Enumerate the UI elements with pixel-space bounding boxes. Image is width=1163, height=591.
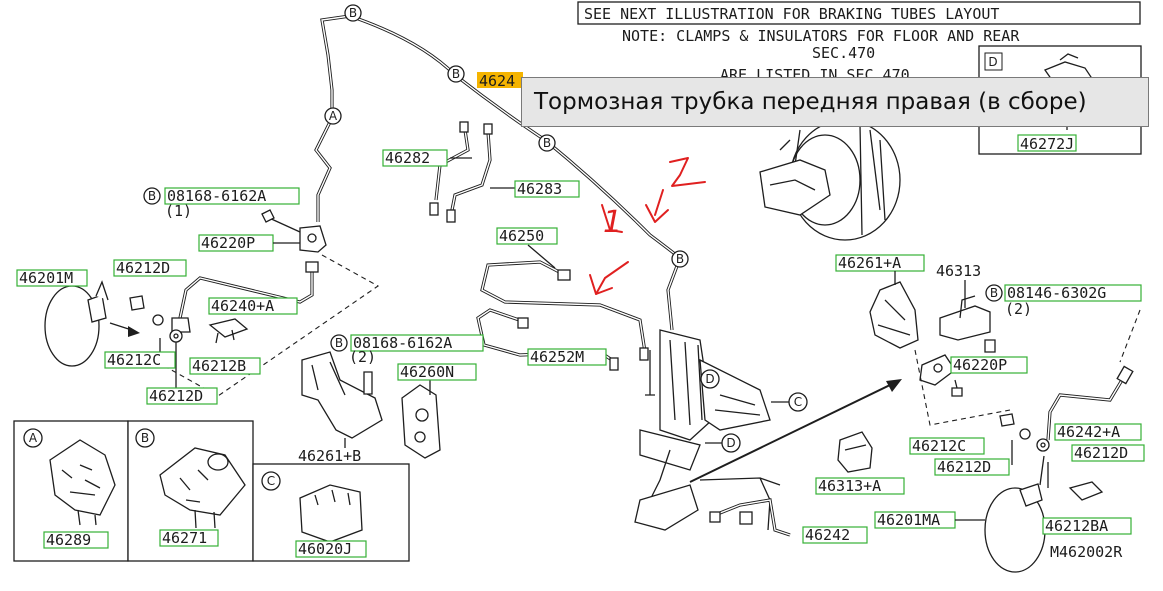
label-bolt-left-qty: (1) <box>165 202 192 220</box>
main-brake-tube <box>314 14 682 331</box>
label-46220p-right[interactable]: 46220P <box>953 356 1007 374</box>
label-bolt-mid[interactable]: 08168-6162A <box>353 334 452 352</box>
header-line2: NOTE: CLAMPS & INSULATORS FOR FLOOR AND … <box>622 27 1020 45</box>
svg-text:A: A <box>29 431 38 445</box>
right-hose-area <box>984 365 1134 573</box>
label-46261a[interactable]: 46261+A <box>838 254 901 272</box>
svg-text:B: B <box>349 6 357 20</box>
brake-booster <box>759 119 901 241</box>
svg-text:B: B <box>543 136 551 150</box>
label-46313[interactable]: 46313 <box>936 262 981 280</box>
label-46212d-left1[interactable]: 46212D <box>116 259 170 277</box>
label-46250[interactable]: 46250 <box>499 227 544 245</box>
label-46212c-right[interactable]: 46212C <box>912 437 966 455</box>
detail-box-c: C 46020J <box>252 463 410 562</box>
label-46212c-left[interactable]: 46212C <box>107 351 161 369</box>
label-46260n[interactable]: 46260N <box>400 363 454 381</box>
svg-text:C: C <box>267 474 275 488</box>
label-46212d-right1[interactable]: 46212D <box>937 458 991 476</box>
header-line1: SEE NEXT ILLUSTRATION FOR BRAKING TUBES … <box>584 5 999 23</box>
label-46242a[interactable]: 46242+A <box>1057 423 1120 441</box>
callout-c-mid: C <box>788 392 808 412</box>
tube-callout-a: A <box>324 107 342 125</box>
annotation-label-1: 1 <box>603 205 622 240</box>
label-46201ma[interactable]: 46201MA <box>877 511 940 529</box>
abs-actuator-assembly <box>634 329 791 537</box>
label-46252m[interactable]: 46252M <box>530 348 584 366</box>
detail-c-part[interactable]: 46020J <box>298 540 352 558</box>
svg-text:B: B <box>141 431 149 445</box>
inset-d-letter: D <box>988 55 997 69</box>
tube-callout-b4: B <box>671 250 689 268</box>
short-tubes <box>429 121 516 223</box>
detail-box-a: A 46289 <box>13 420 129 562</box>
label-46220p-left[interactable]: 46220P <box>201 234 255 252</box>
svg-text:C: C <box>794 395 802 409</box>
label-46282[interactable]: 46282 <box>385 149 430 167</box>
sensor-46313a <box>837 431 873 473</box>
label-46283[interactable]: 46283 <box>517 180 562 198</box>
detail-b-part[interactable]: 46271 <box>162 529 207 547</box>
label-46212b[interactable]: 46212B <box>192 357 246 375</box>
label-bolt-mid-qty: (2) <box>349 348 376 366</box>
callout-b-bolt-mid: B <box>330 334 348 352</box>
svg-text:B: B <box>335 336 343 350</box>
svg-text:B: B <box>676 252 684 266</box>
bracket-46261b <box>301 351 441 459</box>
label-46242[interactable]: 46242 <box>805 526 850 544</box>
detail-box-b: B 46271 <box>127 420 254 562</box>
tube-callout-b2: B <box>447 65 465 83</box>
label-46261b[interactable]: 46261+B <box>298 447 361 465</box>
label-46313a[interactable]: 46313+A <box>818 477 881 495</box>
svg-text:B: B <box>990 286 998 300</box>
tube-callout-b3: B <box>538 134 556 152</box>
label-bolt-left[interactable]: 08168-6162A <box>167 187 266 205</box>
callout-d-mid2: D <box>721 433 741 453</box>
part-tooltip: Тормозная трубка передняя правая (в сбор… <box>521 77 1149 127</box>
header-line3: SEC.470 <box>812 44 875 62</box>
annotation-arrow-2 <box>645 157 706 223</box>
bracket-46261a <box>869 281 1141 426</box>
highlighted-part-number[interactable]: 4624 <box>479 72 515 90</box>
tube-callout-b1: B <box>344 4 362 22</box>
label-46201m[interactable]: 46201M <box>19 269 73 287</box>
label-46212ba[interactable]: 46212BA <box>1045 517 1108 535</box>
header-box <box>577 1 1141 25</box>
callout-b-bolt-left: B <box>143 187 161 205</box>
svg-text:B: B <box>452 67 460 81</box>
label-bolt-right-qty: (2) <box>1005 300 1032 318</box>
diagram-code: M462002R <box>1050 543 1123 561</box>
label-bolt-right[interactable]: 08146-6302G <box>1007 284 1106 302</box>
direction-arrow <box>689 383 893 483</box>
left-hose-area <box>44 209 380 397</box>
svg-text:D: D <box>726 436 735 450</box>
detail-a-part[interactable]: 46289 <box>46 531 91 549</box>
annotation-arrow-1 <box>589 204 629 295</box>
svg-text:B: B <box>148 189 156 203</box>
svg-text:A: A <box>329 109 338 123</box>
label-46212d-left2[interactable]: 46212D <box>149 387 203 405</box>
callout-b-bolt-right: B <box>985 284 1003 302</box>
label-46240a[interactable]: 46240+A <box>211 297 274 315</box>
svg-text:D: D <box>705 372 714 386</box>
inset-d-part[interactable]: 46272J <box>1020 135 1074 153</box>
callout-d-mid1: D <box>700 369 720 389</box>
label-46212d-right2[interactable]: 46212D <box>1074 444 1128 462</box>
